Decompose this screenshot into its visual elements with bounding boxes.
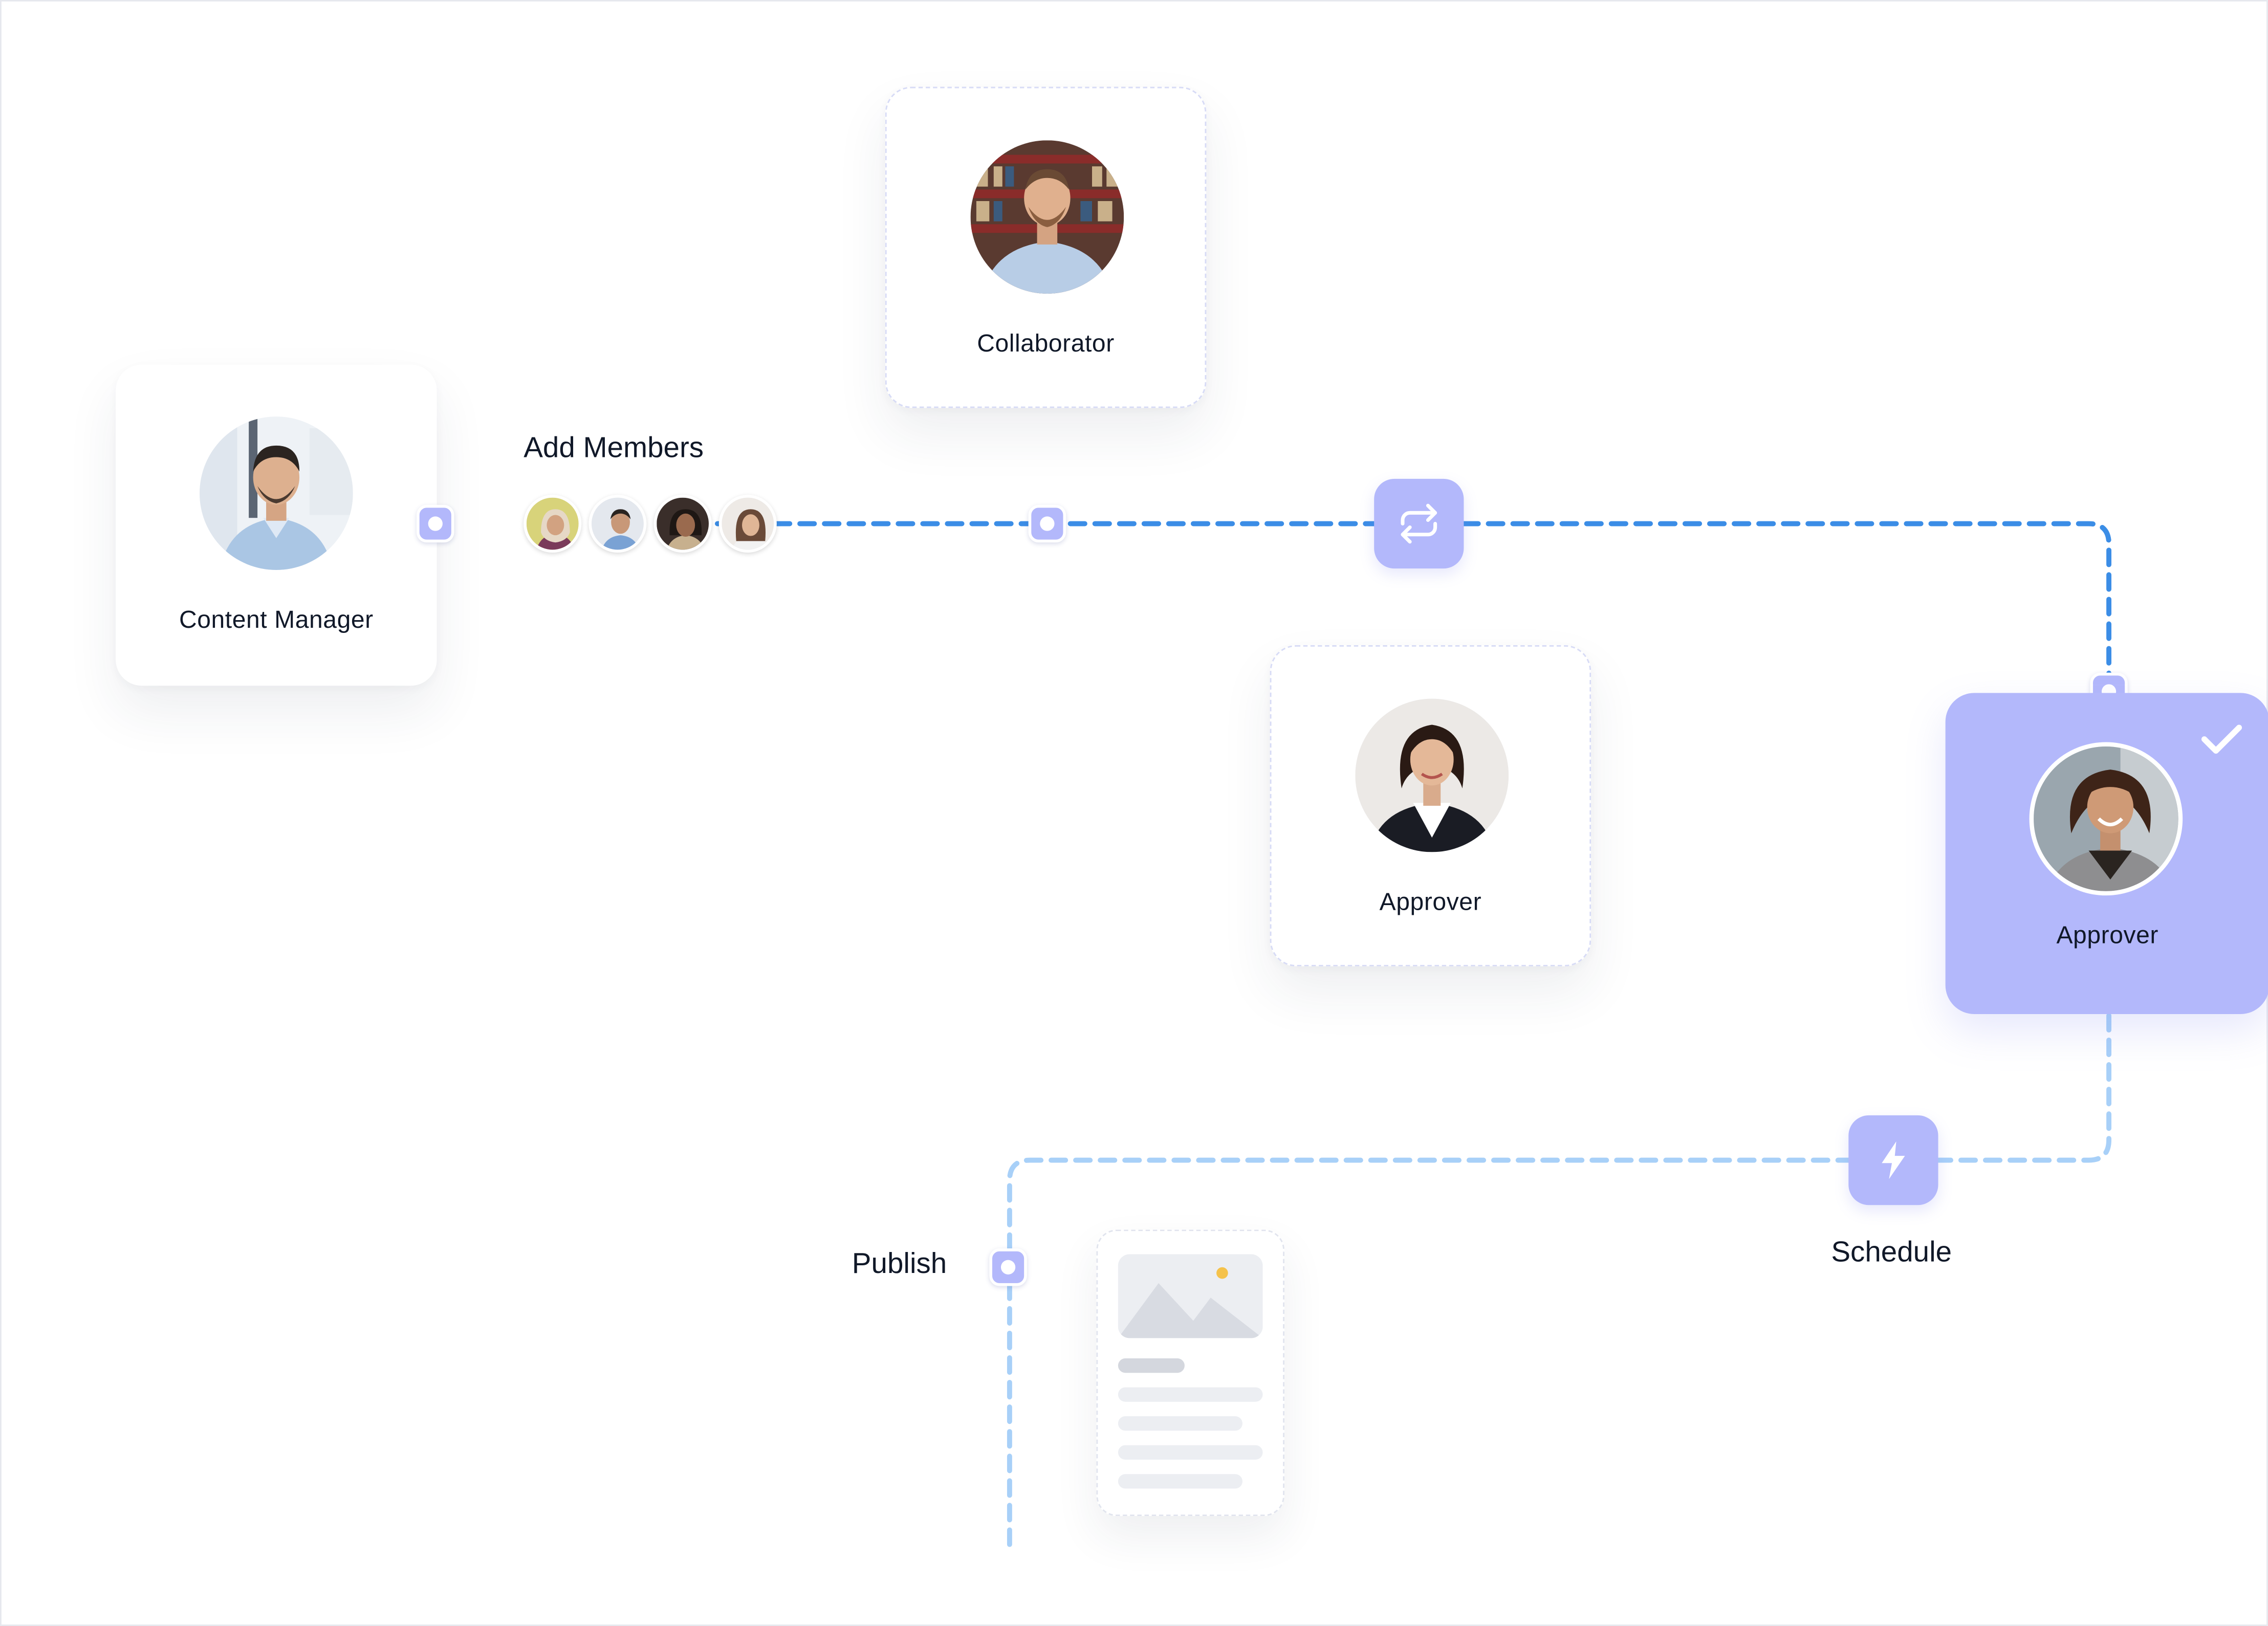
member-avatar[interactable] [588, 494, 647, 553]
member-avatar[interactable] [524, 494, 582, 553]
role-label: Approver [1379, 888, 1482, 916]
node-approver[interactable]: Approver [1270, 645, 1591, 966]
role-label: Content Manager [179, 606, 374, 634]
title-placeholder [1118, 1358, 1185, 1373]
schedule-action-button[interactable] [1848, 1115, 1938, 1205]
approver-avatar [2029, 742, 2183, 896]
role-label: Approver [2056, 921, 2158, 949]
image-placeholder-icon [1118, 1254, 1263, 1338]
member-avatar[interactable] [653, 494, 712, 553]
connector-main [773, 521, 2111, 694]
text-line-placeholder [1118, 1387, 1263, 1402]
content-manager-avatar [200, 416, 353, 570]
connector-schedule [1007, 1013, 2111, 1551]
connector-port[interactable] [1028, 504, 1066, 543]
role-label: Collaborator [977, 329, 1115, 358]
post-preview-card[interactable] [1096, 1229, 1284, 1517]
publish-label: Publish [852, 1248, 947, 1281]
repeat-action-button[interactable] [1374, 478, 1464, 569]
node-content-manager[interactable]: Content Manager [116, 364, 437, 686]
output-port-content-manager[interactable] [417, 504, 454, 543]
checkmark-icon [2201, 724, 2242, 754]
text-line-placeholder [1118, 1445, 1263, 1460]
collaborator-avatar [970, 140, 1124, 294]
text-line-placeholder [1118, 1474, 1242, 1489]
lightning-bolt-icon [1882, 1141, 1905, 1179]
member-avatar[interactable] [718, 494, 777, 553]
node-collaborator[interactable]: Collaborator [885, 86, 1207, 408]
approver-avatar [1355, 698, 1509, 852]
node-approver-selected[interactable]: Approver [1945, 693, 2268, 1015]
schedule-label: Schedule [1831, 1237, 1952, 1269]
text-line-placeholder [1118, 1416, 1242, 1431]
repeat-icon [1401, 503, 1437, 544]
publish-port[interactable] [989, 1248, 1027, 1286]
add-members-label: Add Members [524, 432, 704, 465]
